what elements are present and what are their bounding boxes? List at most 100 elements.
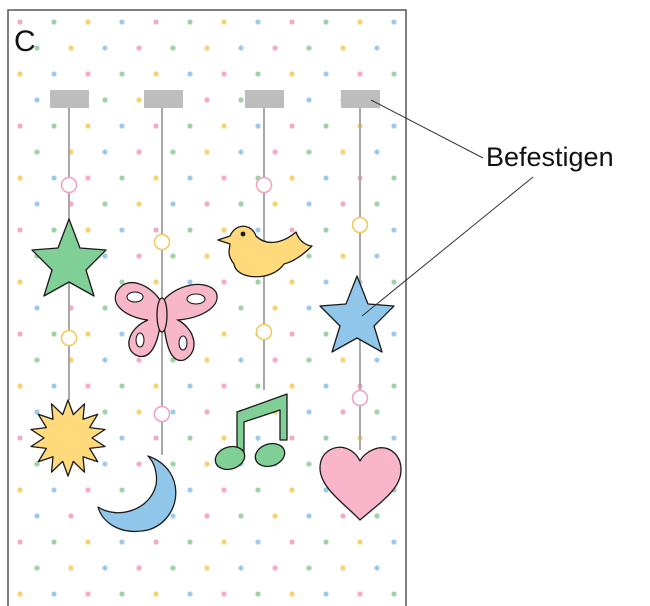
background-dot — [289, 591, 295, 597]
background-dot — [391, 591, 397, 597]
background-dot — [119, 539, 125, 545]
background-dot — [221, 487, 227, 493]
background-dot — [51, 227, 57, 233]
background-dot — [170, 565, 176, 571]
panel-letter: C — [14, 25, 36, 58]
ring-1b — [60, 329, 78, 347]
background-dot — [85, 331, 91, 337]
background-dot — [238, 357, 244, 363]
background-dot — [187, 123, 193, 129]
background-dot — [204, 149, 210, 155]
background-dot — [323, 591, 329, 597]
background-dot — [357, 71, 363, 77]
background-dot — [255, 71, 261, 77]
background-dot — [17, 591, 23, 597]
background-dot — [323, 487, 329, 493]
background-dot — [289, 227, 295, 233]
background-dot — [187, 279, 193, 285]
background-dot — [391, 331, 397, 337]
background-dot — [374, 565, 380, 571]
background-dot — [17, 123, 23, 129]
background-dot — [119, 227, 125, 233]
background-dot — [34, 149, 40, 155]
background-dot — [255, 591, 261, 597]
background-dot — [85, 487, 91, 493]
background-dot — [323, 227, 329, 233]
background-dot — [255, 539, 261, 545]
background-dot — [306, 409, 312, 415]
blue-moon-icon — [97, 455, 177, 532]
background-dot — [85, 19, 91, 25]
background-dot — [340, 357, 346, 363]
background-dot — [255, 227, 261, 233]
background-dot — [340, 201, 346, 207]
background-dot — [34, 305, 40, 311]
background-dot — [238, 565, 244, 571]
background-dot — [357, 591, 363, 597]
background-dot — [51, 71, 57, 77]
background-dot — [17, 331, 23, 337]
background-dot — [391, 71, 397, 77]
background-dot — [255, 383, 261, 389]
background-dot — [102, 565, 108, 571]
background-dot — [187, 383, 193, 389]
background-dot — [17, 19, 23, 25]
clip-2 — [144, 90, 183, 108]
background-dot — [136, 149, 142, 155]
background-dot — [153, 123, 159, 129]
background-dot — [85, 123, 91, 129]
background-dot — [17, 279, 23, 285]
background-dot — [340, 45, 346, 51]
background-dot — [323, 331, 329, 337]
background-dot — [153, 227, 159, 233]
background-dot — [323, 71, 329, 77]
background-dot — [34, 513, 40, 519]
background-dot — [153, 539, 159, 545]
background-dot — [34, 45, 40, 51]
background-dot — [221, 591, 227, 597]
background-dot — [391, 175, 397, 181]
background-dot — [221, 539, 227, 545]
leader-to-clip — [370, 99, 484, 159]
panel-border — [7, 9, 407, 606]
blue-star-icon — [319, 275, 395, 353]
background-dot — [221, 331, 227, 337]
background-dot — [289, 539, 295, 545]
background-dot — [51, 383, 57, 389]
background-dot — [289, 71, 295, 77]
background-dot — [102, 253, 108, 259]
background-dot — [204, 513, 210, 519]
sun-icon — [30, 399, 106, 477]
callout-label: Befestigen — [486, 142, 614, 172]
background-dot — [102, 201, 108, 207]
background-dot — [289, 19, 295, 25]
background-dot — [221, 435, 227, 441]
background-dot — [340, 565, 346, 571]
background-dot — [34, 357, 40, 363]
clips — [50, 90, 380, 108]
background-dot — [340, 149, 346, 155]
background-dot — [323, 19, 329, 25]
ring-1a — [60, 176, 78, 194]
leader-to-star — [361, 176, 534, 317]
background-dot — [289, 123, 295, 129]
background-dot — [17, 227, 23, 233]
background-dot — [17, 383, 23, 389]
background-dot — [17, 175, 23, 181]
background-dot — [255, 487, 261, 493]
background-dot — [153, 279, 159, 285]
background-dot — [306, 357, 312, 363]
green-music-note-icon — [214, 393, 288, 471]
background-dot — [51, 331, 57, 337]
background-dot — [102, 409, 108, 415]
background-dot — [289, 383, 295, 389]
background-dot — [119, 71, 125, 77]
background-dot — [374, 357, 380, 363]
background-dot — [34, 461, 40, 467]
pink-butterfly-icon — [114, 281, 218, 361]
background-dot — [17, 487, 23, 493]
background-dot — [204, 565, 210, 571]
background-dot — [272, 513, 278, 519]
background-dot — [221, 71, 227, 77]
background-dot — [102, 305, 108, 311]
